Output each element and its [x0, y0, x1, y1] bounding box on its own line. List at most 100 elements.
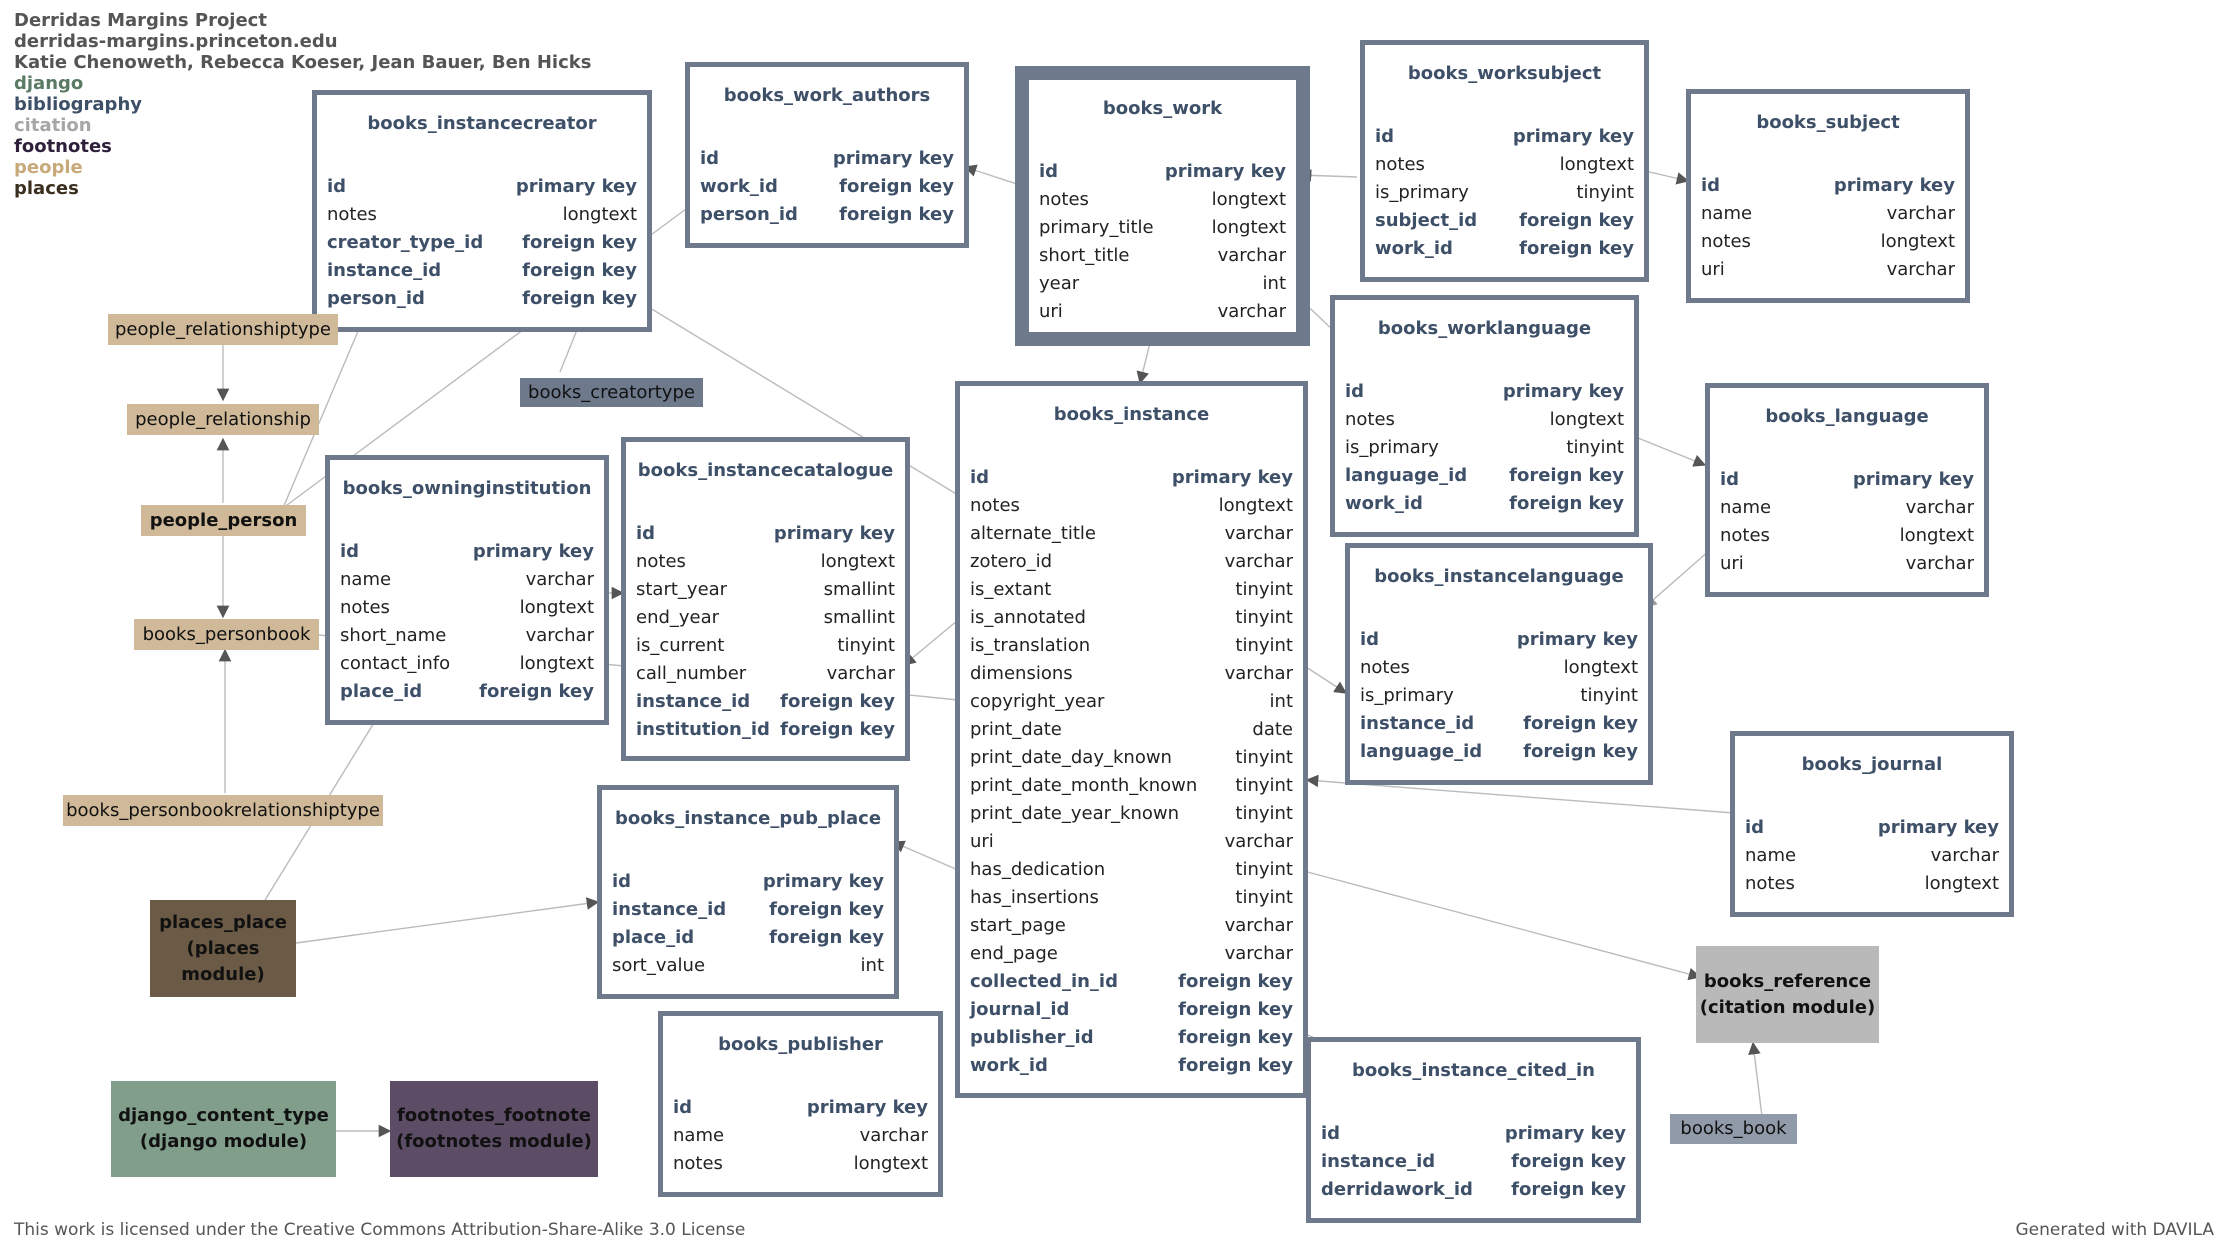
field-name: print_date: [970, 719, 1062, 740]
field-type: foreign key: [1519, 210, 1634, 231]
project-authors: Katie Chenoweth, Rebecca Koeser, Jean Ba…: [14, 52, 592, 73]
field-name: subject_id: [1375, 210, 1478, 231]
node-people-relationshiptype[interactable]: people_relationshiptype: [108, 314, 338, 345]
field-name: start_page: [970, 915, 1066, 936]
field-row: subject_id foreign key: [1375, 207, 1634, 235]
field-name: start_year: [636, 579, 728, 600]
field-type: longtext: [853, 1153, 928, 1174]
node-books-personbook[interactable]: books_personbook: [134, 619, 319, 650]
field-name: has_dedication: [970, 859, 1106, 880]
django-content-type-line1: django_content_type: [118, 1105, 329, 1126]
node-books-personbookrelationshiptype[interactable]: books_personbookrelationshiptype: [63, 795, 383, 826]
edge-book-reference: [1748, 1041, 1763, 1118]
module-books-reference[interactable]: books_reference (citation module): [1696, 946, 1879, 1043]
module-footnotes-footnote[interactable]: footnotes_footnote (footnotes module): [390, 1081, 598, 1177]
field-name: id: [970, 467, 990, 488]
field-type: primary key: [832, 148, 954, 169]
field-name: copyright_year: [970, 691, 1105, 712]
field-type: int: [1269, 691, 1293, 712]
field-type: primary key: [515, 176, 637, 197]
field-type: foreign key: [522, 232, 637, 253]
module-django-content-type[interactable]: django_content_type (django module): [111, 1081, 336, 1177]
field-type: date: [1252, 719, 1293, 740]
field-row: copyright_year int: [970, 688, 1293, 716]
field-type: primary key: [1877, 817, 1999, 838]
node-books-book[interactable]: books_book: [1670, 1114, 1797, 1144]
node-books-creatortype[interactable]: books_creatortype: [520, 378, 703, 407]
field-type: primary key: [1171, 467, 1293, 488]
field-name: notes: [1701, 231, 1751, 252]
field-name: notes: [970, 495, 1020, 516]
field-type: longtext: [519, 597, 594, 618]
field-type: longtext: [519, 653, 594, 674]
field-name: language_id: [1345, 465, 1468, 486]
legend-people: people: [14, 157, 83, 178]
field-type: varchar: [1905, 553, 1974, 574]
field-name: instance_id: [1360, 713, 1475, 734]
field-name: notes: [1039, 189, 1089, 210]
edge-worklanguage-language: [1637, 437, 1707, 467]
field-type: primary key: [1516, 629, 1638, 650]
field-name: notes: [1720, 525, 1770, 546]
field-name: is_translation: [970, 635, 1091, 656]
field-type: varchar: [1224, 551, 1293, 572]
field-name: short_title: [1039, 245, 1130, 266]
field-type: foreign key: [780, 719, 895, 740]
field-name: short_name: [340, 625, 447, 646]
field-name: id: [1375, 126, 1395, 147]
field-name: uri: [1720, 553, 1744, 574]
field-name: journal_id: [970, 999, 1070, 1020]
module-places-place[interactable]: places_place (places module): [150, 900, 296, 997]
field-name: id: [327, 176, 347, 197]
field-type: longtext: [562, 204, 637, 225]
field-name: work_id: [970, 1055, 1048, 1076]
field-type: tinyint: [1235, 579, 1293, 600]
field-name: instance_id: [1321, 1151, 1436, 1172]
node-people-person[interactable]: people_person: [141, 505, 306, 536]
field-type: varchar: [1886, 259, 1955, 280]
node-people-relationship[interactable]: people_relationship: [127, 404, 319, 435]
field-name: call_number: [636, 663, 747, 684]
field-type: foreign key: [1523, 713, 1638, 734]
field-name: id: [1321, 1123, 1341, 1144]
field-type: varchar: [1217, 301, 1286, 322]
field-type: foreign key: [1178, 999, 1293, 1020]
